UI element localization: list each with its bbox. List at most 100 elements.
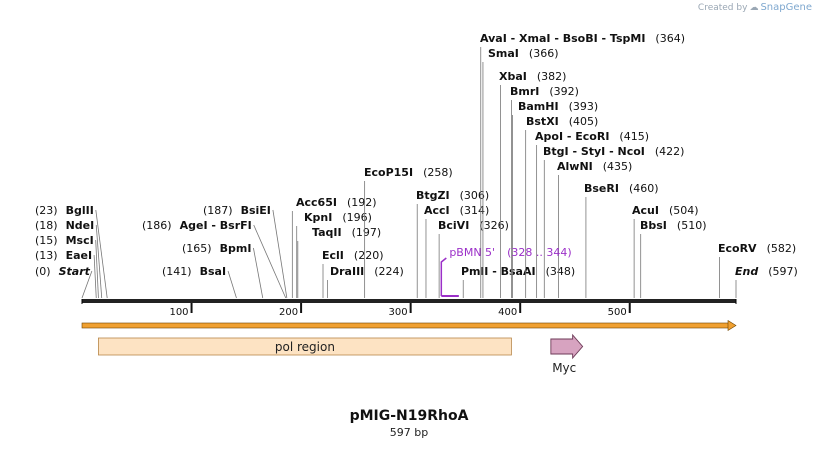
site-position-label: (597) — [768, 265, 798, 278]
site-name-label: AcuI — [632, 204, 659, 217]
site-position-label: (504) — [669, 204, 699, 217]
site-leader-line — [95, 239, 99, 299]
orf-arrow — [81, 319, 737, 332]
restriction-sites: (0)Start(13)EaeI(15)MscI(18)NdeI(23)BglI… — [35, 32, 798, 299]
feature-arrow-shape — [550, 333, 584, 360]
site-bmri: BmrI (392) — [510, 85, 579, 298]
site-position-label: (415) — [619, 130, 649, 143]
site-bseri: BseRI (460) — [584, 182, 659, 298]
site-ecop15i: EcoP15I(258) — [364, 166, 453, 298]
site-name-label: BpmI — [220, 242, 252, 255]
site-end: End (597) — [735, 265, 798, 298]
site-acc65i: Acc65I(192) — [291, 196, 377, 298]
site-msci: (15) MscI — [35, 234, 99, 299]
site-agei-bsrfi: (186) AgeI - BsrFI — [142, 219, 287, 299]
ruler-tick-label: 200 — [279, 307, 298, 318]
site-name-label: BsiEI — [241, 204, 271, 217]
site-name-label: MscI — [66, 234, 94, 247]
feature-region-box — [98, 337, 512, 356]
site-name-label: KpnI — [304, 211, 332, 224]
site-position-label: (422) — [655, 145, 685, 158]
site-leader-line — [272, 209, 288, 299]
site-name-label: AvaI - XmaI - BsoBI - TspMI — [480, 32, 645, 45]
ruler-tick-label: 500 — [608, 307, 627, 318]
ruler-tick-label: 300 — [389, 307, 408, 318]
site-name-label: BtgZI — [416, 189, 450, 202]
site-name-label: AgeI - BsrFI — [180, 219, 252, 232]
site-start: (0)Start — [35, 265, 93, 299]
orf-arrowhead — [727, 319, 737, 332]
site-position-label: (0) — [35, 265, 51, 278]
site-position-label: (392) — [549, 85, 579, 98]
site-position-label: (15) — [35, 234, 58, 247]
site-name-label: PmlI - BsaAI — [461, 265, 536, 278]
site-bpmi: (165) BpmI — [182, 242, 264, 299]
primer-hook — [440, 257, 447, 296]
plasmid-length: 597 bp — [389, 426, 429, 439]
site-position-label: (197) — [352, 226, 382, 239]
site-leader-line — [81, 270, 93, 299]
site-bcivi: BciVI (326) — [438, 219, 509, 298]
site-name-label: AlwNI — [557, 160, 593, 173]
site-bsiei: (187)BsiEI — [203, 204, 288, 299]
feature-pol-region: pol region — [98, 337, 512, 356]
site-bstxi: BstXI(405) — [525, 115, 598, 298]
site-name-label: BciVI — [438, 219, 469, 232]
site-btgzi: BtgZI(306) — [416, 189, 489, 298]
site-name-label: BseRI — [584, 182, 619, 195]
site-name-label: EclI — [322, 249, 344, 262]
feature-label: Myc — [552, 361, 576, 375]
site-position-label: (165) — [182, 242, 212, 255]
site-position-label: (510) — [677, 219, 707, 232]
feature-label: pol region — [275, 340, 335, 354]
dna-backbone — [82, 299, 736, 303]
site-leader-line — [93, 254, 97, 299]
site-name-label: DraIII — [330, 265, 364, 278]
site-name-label: SmaI — [488, 47, 519, 60]
site-position-label: (382) — [537, 70, 567, 83]
site-position-label: (224) — [374, 265, 404, 278]
site-position-label: (435) — [603, 160, 633, 173]
site-position-label: (326) — [479, 219, 509, 232]
site-ecorv: EcoRV(582) — [718, 242, 796, 298]
site-leader-line — [253, 224, 287, 299]
site-pmli-bsaai: PmlI - BsaAI (348) — [461, 265, 575, 298]
site-position-label: (258) — [423, 166, 453, 179]
site-name-label: ApoI - EcoRI — [535, 130, 609, 143]
site-position-label: (364) — [655, 32, 685, 45]
site-alwni: AlwNI (435) — [557, 160, 632, 298]
site-leader-line — [227, 270, 237, 299]
map-title-block: pMIG-N19RhoA 597 bp — [0, 408, 818, 439]
site-name-label: BtgI - StyI - NcoI — [543, 145, 645, 158]
site-leader-line — [95, 224, 103, 299]
site-name-label: BmrI — [510, 85, 539, 98]
site-name-label: XbaI — [499, 70, 527, 83]
site-position-label: (460) — [629, 182, 659, 195]
site-name-label: BbsI — [640, 219, 667, 232]
site-leader-line — [95, 209, 108, 299]
site-position-label: (141) — [162, 265, 192, 278]
primer-range: (328 .. 344) — [507, 246, 572, 259]
site-bamhi: BamHI(393) — [512, 100, 599, 298]
site-position-label: (348) — [546, 265, 576, 278]
site-leader-line — [253, 247, 264, 299]
site-name-label: End — [735, 265, 758, 278]
site-apoi-ecori: ApoI - EcoRI (415) — [535, 130, 649, 298]
site-acui: AcuI (504) — [632, 204, 699, 298]
site-position-label: (186) — [142, 219, 172, 232]
primer-name: pBMN 5' — [449, 246, 495, 259]
site-position-label: (196) — [342, 211, 372, 224]
site-position-label: (220) — [354, 249, 384, 262]
site-smai: SmaI(366) — [482, 47, 559, 298]
site-position-label: (393) — [569, 100, 599, 113]
site-ecli: EclI (220) — [322, 249, 384, 298]
site-position-label: (13) — [35, 249, 58, 262]
site-position-label: (192) — [347, 196, 377, 209]
ruler-tick-label: 100 — [169, 307, 188, 318]
plasmid-name: pMIG-N19RhoA — [349, 408, 469, 424]
credit-brand: SnapGene — [760, 2, 812, 13]
site-draiii: DraIII (224) — [326, 265, 404, 298]
app-credit: Created by ☁ SnapGene — [698, 2, 812, 13]
site-name-label: EaeI — [66, 249, 93, 262]
